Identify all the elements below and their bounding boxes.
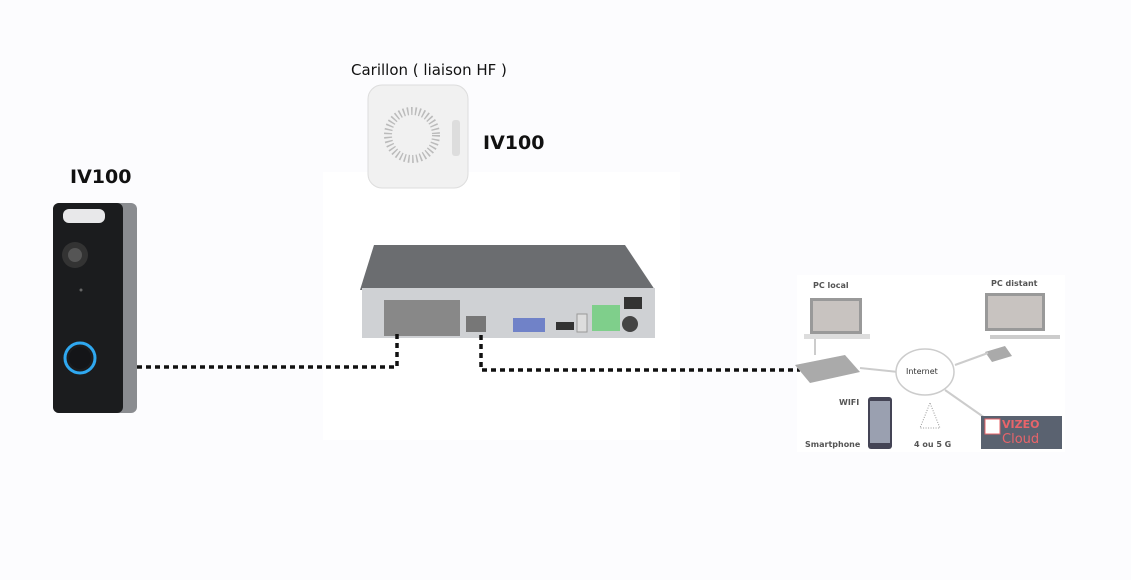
cloud-brand-label: VIZEO bbox=[1002, 418, 1040, 431]
chime-model-label: IV100 bbox=[483, 132, 545, 154]
lan-cable bbox=[479, 335, 800, 372]
chime-label: Carillon ( liaison HF ) bbox=[351, 61, 507, 79]
mobile-network-label: 4 ou 5 G bbox=[914, 440, 952, 449]
smartphone-label: Smartphone bbox=[805, 440, 861, 449]
doorbell-model-label: IV100 bbox=[70, 166, 132, 188]
nvr-device bbox=[360, 245, 655, 338]
doorbell-cable bbox=[137, 332, 399, 369]
cloud-label: Cloud bbox=[1002, 432, 1040, 447]
wifi-label: WIFI bbox=[839, 398, 860, 407]
pc-local-label: PC local bbox=[813, 281, 849, 290]
internet-label: Internet bbox=[906, 367, 938, 376]
chime-device bbox=[367, 84, 469, 189]
network-graphic bbox=[795, 293, 1062, 449]
doorbell-device bbox=[53, 203, 137, 413]
pc-remote-label: PC distant bbox=[991, 279, 1038, 288]
